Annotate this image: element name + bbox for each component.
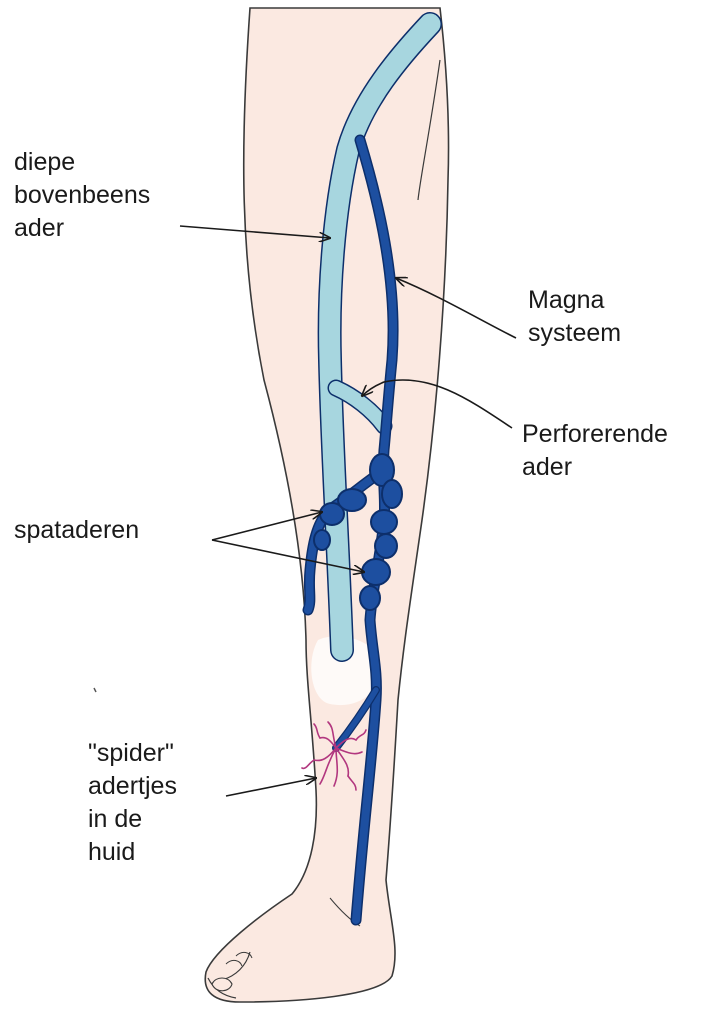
label-spider-veins: "spider" adertjes in de huid bbox=[88, 737, 177, 869]
label-deep-thigh-vein: diepe bovenbeens ader bbox=[14, 146, 150, 245]
label-line: Magna bbox=[528, 284, 621, 317]
label-line: spataderen bbox=[14, 514, 139, 547]
arrow-spider bbox=[226, 778, 316, 796]
label-line: in de bbox=[88, 803, 177, 836]
label-line: bovenbeens bbox=[14, 179, 150, 212]
label-varicose-veins: spataderen bbox=[14, 514, 139, 547]
label-line: ader bbox=[522, 451, 668, 484]
label-line: diepe bbox=[14, 146, 150, 179]
label-line: ader bbox=[14, 212, 150, 245]
label-magna-system: Magna systeem bbox=[528, 284, 621, 350]
label-line: "spider" bbox=[88, 737, 177, 770]
big-toe-nail bbox=[212, 978, 232, 991]
label-line: Perforerende bbox=[522, 418, 668, 451]
label-line: huid bbox=[88, 836, 177, 869]
label-perforating-vein: Perforerende ader bbox=[522, 418, 668, 484]
label-line: adertjes bbox=[88, 770, 177, 803]
label-line: systeem bbox=[528, 317, 621, 350]
